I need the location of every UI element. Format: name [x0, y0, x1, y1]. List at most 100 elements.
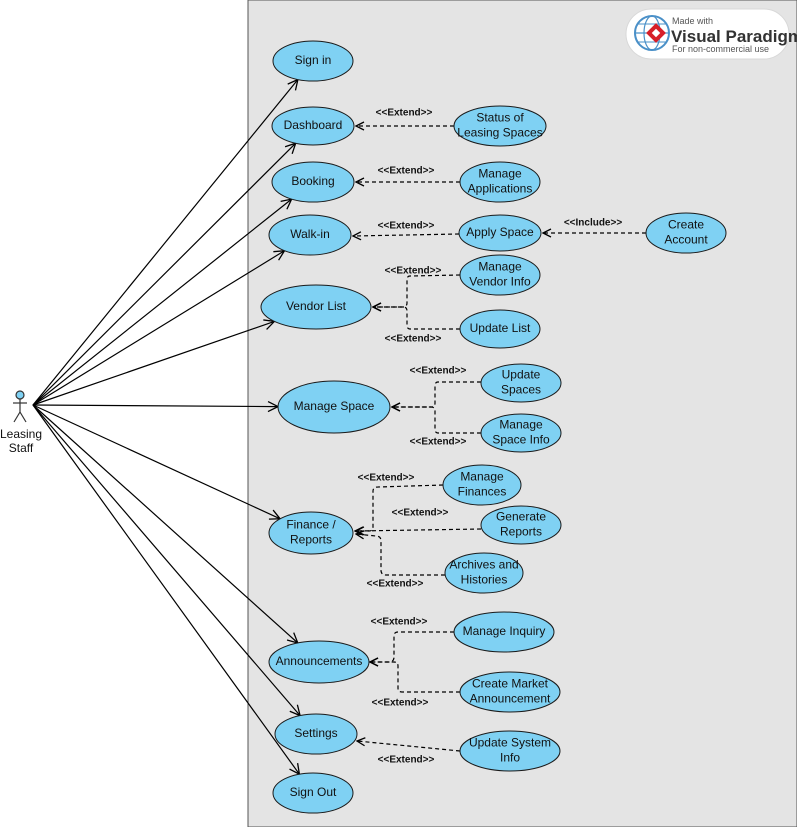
- use-case-shape: [260, 284, 372, 330]
- use-case-label: Announcement: [470, 692, 551, 706]
- use-case-label: Update System: [469, 736, 551, 750]
- watermark-line3: For non-commercial use: [672, 44, 769, 54]
- use-case-shape: [268, 214, 352, 256]
- use-case-settings[interactable]: Settings: [274, 713, 358, 755]
- use-case-label: Vendor Info: [469, 275, 531, 289]
- use-case-label: Sign in: [295, 53, 332, 67]
- association-announcements: [32, 404, 298, 643]
- stereotype-label-extend: <<Extend>>: [385, 334, 442, 345]
- use-case-shape: [268, 511, 354, 555]
- use-case-label: Create Market: [472, 677, 549, 691]
- stereotype-label-extend: <<Extend>>: [385, 266, 442, 277]
- use-case-label: Manage Space: [294, 399, 375, 413]
- use-case-label: Manage: [460, 470, 504, 484]
- use-case-shape: [271, 106, 355, 146]
- use-case-finance[interactable]: Finance /Reports: [268, 511, 354, 555]
- relation-extend-manageinquiry-to-announcements: [370, 631, 454, 662]
- use-case-shape: [458, 214, 542, 252]
- use-case-shape: [271, 161, 355, 203]
- use-case-label: Manage: [499, 418, 543, 432]
- use-case-label: Vendor List: [286, 299, 347, 313]
- use-case-vendorlist[interactable]: Vendor List: [260, 284, 372, 330]
- use-case-label: Archives and: [449, 558, 518, 572]
- use-case-label: Create: [668, 218, 704, 232]
- stereotype-label-extend: <<Extend>>: [392, 508, 449, 519]
- association-dashboard: [32, 143, 296, 406]
- stereotype-label-extend: <<Extend>>: [410, 437, 467, 448]
- use-case-shape: [268, 640, 370, 684]
- use-case-label: Update List: [470, 321, 531, 335]
- association-walkin: [32, 251, 285, 406]
- use-case-label: Spaces: [501, 383, 541, 397]
- use-case-shape: [277, 380, 391, 434]
- dependency-lines: [353, 126, 646, 752]
- use-case-shape: [444, 552, 524, 594]
- use-case-shape: [453, 105, 547, 147]
- watermark-line1: Made with: [672, 16, 713, 26]
- use-case-updatelist[interactable]: Update List: [459, 309, 541, 349]
- use-case-label: Reports: [500, 525, 542, 539]
- relation-extend-updatelist-to-vendorlist: [373, 307, 460, 330]
- use-case-signout[interactable]: Sign Out: [272, 772, 354, 814]
- relation-extend-managefinances-to-finance: [355, 484, 444, 531]
- actor-leasing-staff[interactable]: Leasing Staff: [0, 390, 42, 455]
- use-case-label: Manage Inquiry: [463, 624, 546, 638]
- stereotype-label-include: <<Include>>: [564, 218, 623, 229]
- association-finance: [32, 404, 280, 519]
- association-lines: [32, 80, 300, 775]
- use-case-dashboard[interactable]: Dashboard: [271, 106, 355, 146]
- use-case-label: Applications: [468, 182, 533, 196]
- use-case-shape: [480, 413, 562, 453]
- use-case-booking[interactable]: Booking: [271, 161, 355, 203]
- use-case-label: Announcements: [276, 654, 363, 668]
- use-case-managespace[interactable]: Manage Space: [277, 380, 391, 434]
- relation-extend-updatesystem-to-settings: [357, 741, 461, 752]
- use-case-walkin[interactable]: Walk-in: [268, 214, 352, 256]
- use-case-label: Sign Out: [290, 785, 337, 799]
- relation-extend-applyspace-to-walkin: [353, 234, 460, 236]
- stereotype-label-extend: <<Extend>>: [378, 166, 435, 177]
- use-case-shape: [645, 212, 727, 254]
- use-case-label: Account: [664, 233, 708, 247]
- association-managespace: [32, 405, 278, 407]
- use-case-label: Status of: [476, 111, 524, 125]
- use-case-shape: [272, 40, 354, 82]
- use-case-shape: [480, 505, 562, 545]
- stereotype-label-extend: <<Extend>>: [371, 617, 428, 628]
- use-case-label: Manage: [478, 260, 522, 274]
- use-case-manageinquiry[interactable]: Manage Inquiry: [453, 611, 555, 653]
- use-case-label: Walk-in: [290, 227, 330, 241]
- stereotype-label-extend: <<Extend>>: [410, 366, 467, 377]
- stereotype-label-extend: <<Extend>>: [372, 698, 429, 709]
- use-case-shape: [480, 363, 562, 403]
- stereotype-label-extend: <<Extend>>: [367, 579, 424, 590]
- use-case-label: Histories: [461, 573, 508, 587]
- use-case-label: Space Info: [492, 433, 550, 447]
- use-case-label: Update: [502, 368, 541, 382]
- use-case-label: Leasing Spaces: [457, 126, 542, 140]
- use-case-label: Reports: [290, 533, 332, 547]
- association-settings: [32, 404, 300, 716]
- use-case-shape: [459, 730, 561, 772]
- use-case-label: Finances: [458, 485, 507, 499]
- globe-logo-icon: [634, 15, 670, 51]
- actor-figure-icon: [13, 390, 27, 423]
- use-case-signin[interactable]: Sign in: [272, 40, 354, 82]
- use-case-applyspace[interactable]: Apply Space: [458, 214, 542, 252]
- watermark-brand: Visual Paradigm: [671, 27, 797, 46]
- use-case-shape: [459, 671, 561, 713]
- use-case-label: Info: [500, 751, 520, 765]
- visual-paradigm-watermark: Made with Visual Paradigm For non-commer…: [625, 8, 797, 60]
- use-case-announcements[interactable]: Announcements: [268, 640, 370, 684]
